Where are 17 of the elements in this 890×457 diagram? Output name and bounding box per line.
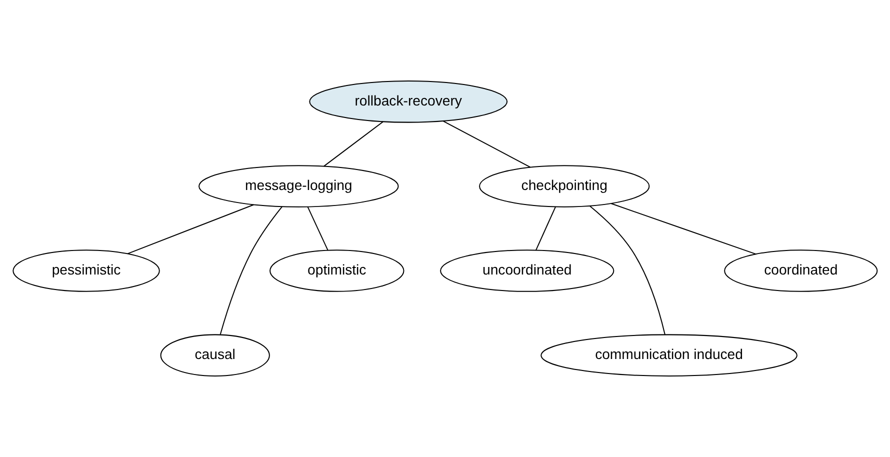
node-ellipse: coordinated [724, 250, 878, 292]
connector [324, 121, 384, 167]
connector [536, 206, 556, 250]
connector [443, 120, 530, 168]
connector [590, 206, 666, 335]
node-ellipse: causal [160, 334, 270, 376]
connector [127, 204, 254, 254]
connector [610, 203, 756, 255]
connector [220, 206, 282, 335]
node-ellipse: optimistic [270, 250, 404, 292]
connector [307, 206, 328, 250]
node-ellipse: pessimistic [12, 250, 160, 292]
node-ellipse: checkpointing [479, 165, 650, 208]
node-ellipse: rollback-recovery [309, 80, 508, 123]
node-ellipse: uncoordinated [440, 250, 614, 292]
node-ellipse: communication induced [540, 334, 798, 376]
node-ellipse: message-logging [198, 165, 399, 208]
